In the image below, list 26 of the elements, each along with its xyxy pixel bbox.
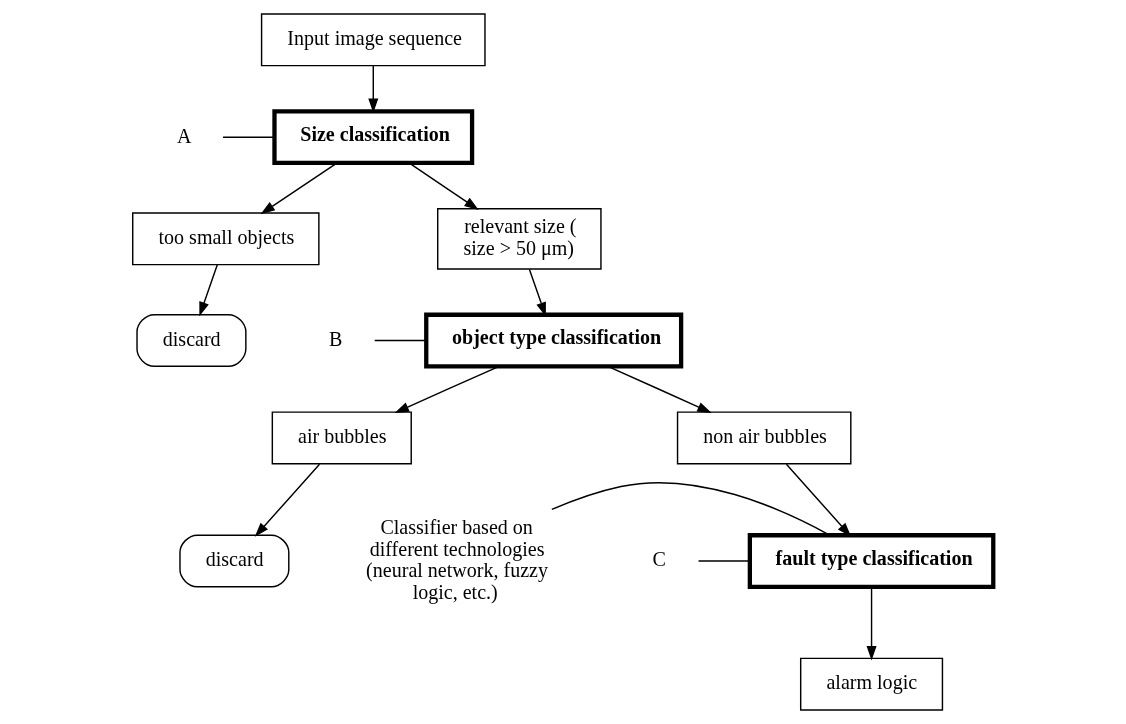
- connector: [222, 136, 275, 138]
- node-box: Input image sequence: [260, 13, 486, 67]
- node-text: B: [328, 327, 343, 350]
- arrow: [607, 365, 712, 413]
- node-text: A: [177, 124, 192, 147]
- node-box: alarm logic: [799, 657, 944, 711]
- node-box: discard: [179, 534, 290, 588]
- node-box: discard: [136, 314, 247, 367]
- node-box: too small objects: [132, 212, 320, 266]
- arrow: [254, 463, 321, 537]
- arrow: [368, 65, 379, 113]
- node-box: object type classification: [424, 312, 684, 369]
- arrow: [260, 162, 338, 215]
- connector: [697, 560, 750, 562]
- node-text: C: [652, 548, 666, 571]
- node-box: fault type classification: [747, 533, 996, 589]
- node-box: air bubbles: [271, 411, 412, 465]
- connector: [374, 339, 427, 342]
- arrow: [408, 162, 479, 210]
- node-box: relevant size ( size > 50 μm): [437, 208, 602, 270]
- node-box: Size classification: [272, 109, 475, 166]
- arrow: [394, 365, 500, 413]
- arrow: [866, 586, 877, 661]
- node-box: non air bubbles: [676, 411, 852, 465]
- arrow: [199, 264, 219, 317]
- node-text: Classifier based on different technologies (neural network, fuzzy logic, etc.): [366, 516, 548, 603]
